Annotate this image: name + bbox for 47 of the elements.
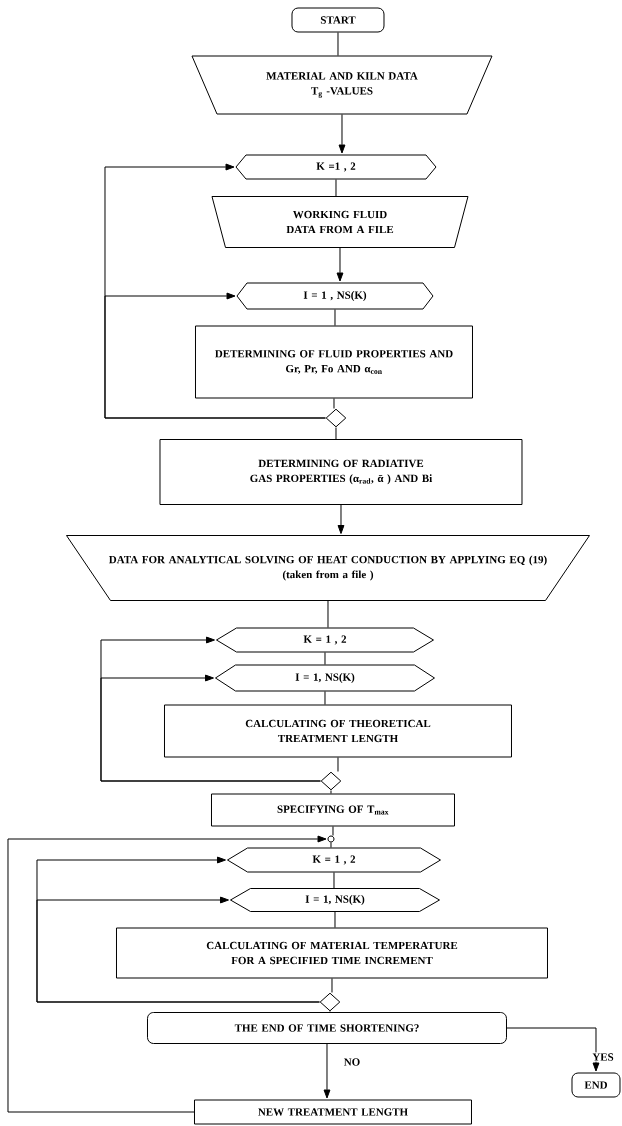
arrow bbox=[323, 1043, 331, 1099]
connector-line bbox=[327, 600, 329, 628]
connector-line bbox=[331, 978, 333, 993]
arrow bbox=[506, 1027, 600, 1072]
process-box: CALCULATING OF THEORETICAL TREATMENT LENGTH bbox=[164, 704, 512, 758]
edge-label: NO bbox=[342, 1057, 362, 1067]
connector-line bbox=[335, 427, 337, 440]
loop-hexagon: I = 1, NS(K) bbox=[215, 664, 435, 692]
loop-arrow bbox=[7, 835, 327, 1113]
loop-arrow bbox=[36, 896, 320, 1003]
junction-diamond bbox=[325, 408, 347, 428]
process-box: SPECIFYING OF T$_{max}$ bbox=[211, 793, 455, 827]
loop-hexagon: K = 1 , 2 bbox=[227, 847, 441, 873]
connector-line bbox=[334, 911, 336, 928]
edge-label: YES bbox=[591, 1052, 615, 1062]
terminal-box: END bbox=[571, 1072, 621, 1098]
connector-line bbox=[335, 179, 337, 197]
loop-arrow bbox=[104, 292, 326, 419]
process-box: DETERMINING OF RADIATIVE GAS PROPERTIES (α$_{rad}$, ᾱ ) AND Bi bbox=[159, 439, 523, 505]
junction-diamond bbox=[320, 771, 342, 791]
connector-line bbox=[330, 842, 332, 848]
terminal-box: START bbox=[291, 7, 385, 33]
connector-line bbox=[333, 398, 335, 409]
process-box: NEW TREATMENT LENGTH bbox=[194, 1099, 472, 1125]
connector-line bbox=[333, 872, 335, 889]
process-box: CALCULATING OF MATERIAL TEMPERATURE FOR A SPECIFIED TIME INCREMENT bbox=[116, 927, 548, 979]
loop-hexagon: I = 1, NS(K) bbox=[230, 888, 440, 912]
connector-line bbox=[337, 32, 339, 56]
junction-diamond bbox=[319, 992, 341, 1012]
connector-line bbox=[324, 652, 326, 665]
arrow bbox=[337, 504, 345, 534]
arrow bbox=[338, 114, 346, 154]
connector-line bbox=[324, 691, 326, 705]
connector-line bbox=[332, 826, 334, 836]
loop-hexagon: K =1 , 2 bbox=[235, 154, 437, 180]
connector-line bbox=[334, 309, 336, 326]
process-box: DETERMINING OF FLUID PROPERTIES AND Gr, Pr, Fo AND α$_{con}$ bbox=[195, 325, 473, 399]
loop-arrow bbox=[100, 674, 321, 782]
connector-line bbox=[330, 790, 332, 794]
arrow bbox=[336, 247, 344, 282]
input-trapezoid: MATERIAL AND KILN DATA T$_{g}$ -VALUES bbox=[191, 55, 493, 115]
terminal-box: THE END OF TIME SHORTENING? bbox=[147, 1012, 507, 1044]
loop-hexagon: I = 1 , NS(K) bbox=[236, 282, 434, 310]
loop-hexagon: K = 1 , 2 bbox=[216, 627, 434, 653]
input-trapezoid: DATA FOR ANALYTICAL SOLVING OF HEAT CONDUCTION BY APPLYING EQ (19) (taken from a file ) bbox=[66, 535, 590, 601]
input-trapezoid: WORKING FLUID DATA FROM A FILE bbox=[211, 196, 469, 248]
connector-line bbox=[337, 757, 339, 772]
